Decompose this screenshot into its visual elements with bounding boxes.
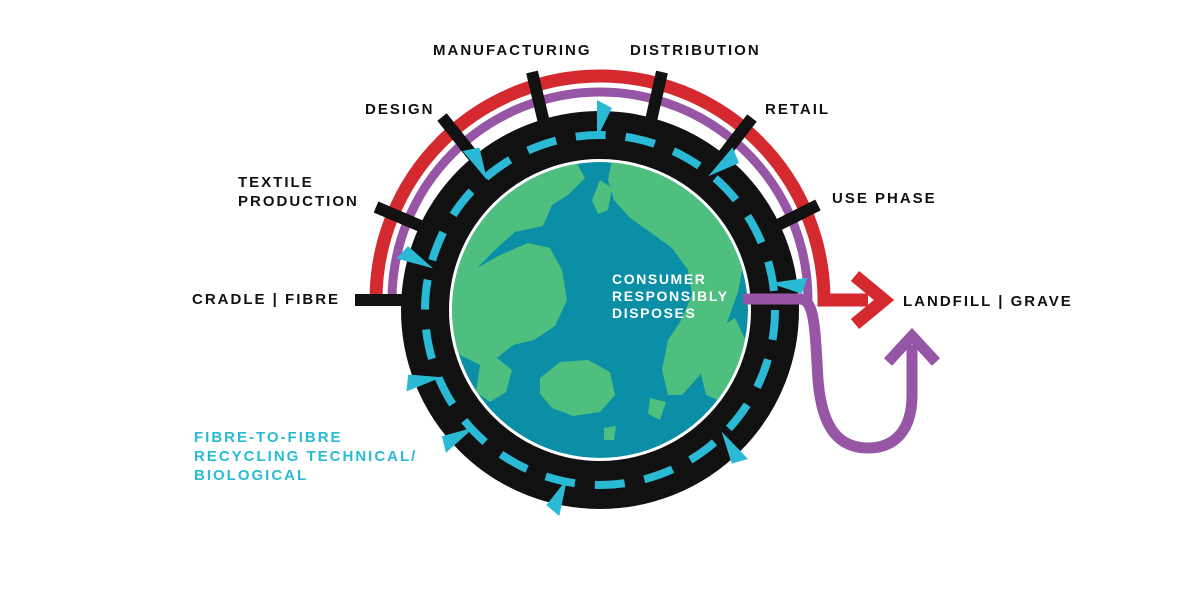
label-recycling-line1: FIBRE-TO-FIBRE: [194, 429, 343, 446]
label-cradle-fibre: CRADLE | FIBRE: [192, 291, 341, 308]
globe-land-australia: [540, 360, 615, 416]
label-distribution: DISTRIBUTION: [630, 42, 761, 59]
label-consumer-disposes: CONSUMER RESPONSIBLY DISPOSES: [612, 271, 729, 322]
label-recycling-line2: RECYCLING TECHNICAL/: [194, 448, 418, 465]
globe: [452, 162, 748, 458]
label-manufacturing: MANUFACTURING: [433, 42, 592, 59]
globe-land-island-small: [592, 180, 612, 214]
label-textile-line1: TEXTILE: [238, 174, 314, 191]
tick-manufacturing: [526, 70, 551, 129]
recycle-arrow-1: [597, 100, 612, 138]
label-consumer-line2: RESPONSIBLY: [612, 288, 729, 304]
tick-retail: [713, 114, 757, 166]
recycle-arrow-4: [708, 147, 740, 177]
disposal-loop-purple: [745, 293, 918, 454]
globe-land-island-south: [604, 426, 616, 440]
label-consumer-line3: DISPOSES: [612, 305, 697, 321]
recycling-arrows: [396, 100, 808, 517]
label-use-phase: USE PHASE: [832, 190, 937, 207]
landfill-arrow-head-purple: [883, 327, 941, 366]
label-retail: RETAIL: [765, 101, 831, 118]
tick-distribution: [644, 70, 668, 127]
label-textile-production: TEXTILE PRODUCTION: [238, 173, 359, 211]
tick-textile: [373, 201, 433, 236]
label-consumer-line1: CONSUMER: [612, 271, 707, 287]
label-design: DESIGN: [365, 101, 435, 118]
globe-land-isthmus: [476, 358, 512, 402]
tick-use-phase: [765, 199, 821, 236]
linear-path-red: [369, 69, 868, 307]
recycle-arrow-2: [462, 147, 488, 181]
globe-land-west: [452, 243, 567, 365]
label-recycling-line3: BIOLOGICAL: [194, 467, 309, 484]
landfill-arrow-head-red: [850, 270, 895, 330]
recycle-arrow-5: [769, 277, 808, 294]
recycle-arrow-8: [441, 427, 475, 453]
disposal-path-purple: [387, 87, 813, 301]
stage-ticks: [355, 70, 821, 306]
recycle-arrow-3: [396, 246, 434, 269]
label-fibre-recycling: FIBRE-TO-FIBRE RECYCLING TECHNICAL/ BIOL…: [194, 428, 417, 485]
recycle-arrow-6: [721, 431, 749, 464]
globe-land-island-east: [648, 398, 666, 420]
label-textile-line2: PRODUCTION: [238, 193, 359, 210]
recycle-arrow-9: [406, 374, 442, 392]
recycling-loop: [421, 131, 779, 489]
recycle-arrow-7: [546, 478, 568, 517]
label-landfill-grave: LANDFILL | GRAVE: [903, 293, 1073, 310]
